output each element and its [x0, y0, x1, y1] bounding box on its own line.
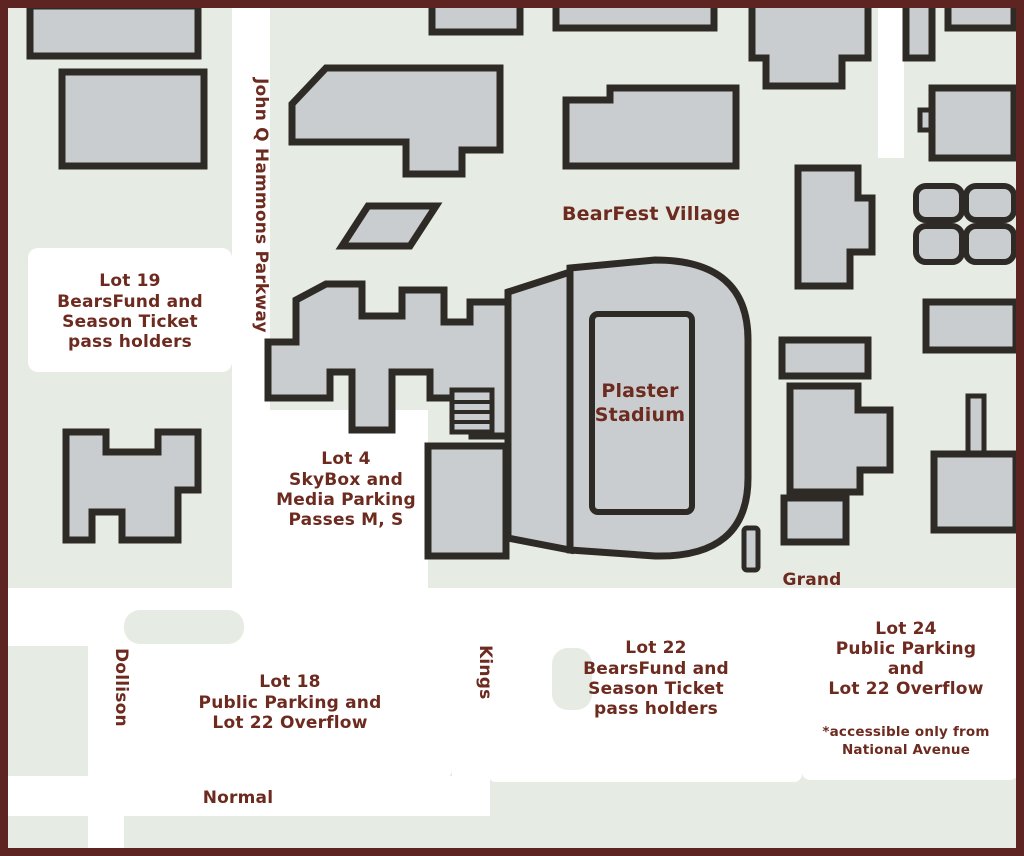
lot-4-area: [270, 410, 428, 592]
lot22-label-line1: Lot 22: [625, 638, 686, 658]
building: [335, 202, 443, 250]
lot24-note-line1: *accessible only from: [822, 724, 989, 740]
building: [913, 183, 965, 223]
building: [963, 223, 1017, 265]
building: [922, 298, 1020, 354]
lot24-label-line2: Public Parking: [836, 639, 976, 659]
monument: [741, 525, 761, 573]
stadium-label-line1: Plaster: [601, 380, 679, 402]
road-normal: [6, 776, 490, 816]
building: [965, 393, 987, 459]
building: [963, 183, 1017, 223]
building: [424, 442, 510, 560]
building: [902, 0, 936, 62]
median-island: [124, 610, 244, 644]
lot24-label-line4: Lot 22 Overflow: [828, 679, 983, 699]
lot19-label-line2: BearsFund and: [57, 292, 203, 312]
building: [780, 494, 850, 546]
lot4-label-line4: Passes M, S: [288, 510, 403, 530]
building: [930, 450, 1020, 534]
building: [913, 223, 965, 265]
lot4-label-line2: SkyBox and: [289, 470, 403, 490]
lot24-note-line2: National Avenue: [842, 742, 970, 758]
building: [62, 428, 202, 544]
stadium-west-grandstand: [504, 267, 574, 555]
roads-and-lots: [6, 6, 1018, 850]
road-john-q-hammons-parkway: [232, 6, 270, 590]
lot18-label-line1: Lot 18: [259, 672, 320, 692]
lot-18-area: [122, 640, 452, 778]
lot-19-area: [28, 248, 232, 372]
building: [562, 84, 740, 170]
building: [928, 84, 1018, 162]
median-island: [552, 648, 592, 710]
street-label-grand: Grand: [782, 570, 841, 590]
buildings: [26, 0, 1020, 573]
street-label-dollison: Dollison: [111, 648, 131, 727]
building: [26, 2, 202, 60]
lot-24-area: [802, 596, 1018, 780]
road-right-corridor: [878, 6, 904, 158]
lot22-label-line3: Season Ticket: [588, 679, 724, 699]
street-label-john-q-hammons-parkway: John Q Hammons Parkway: [251, 77, 271, 333]
lot22-label-line4: pass holders: [594, 699, 718, 719]
labels: John Q Hammons Parkway BearFest Village …: [57, 77, 989, 808]
building: [748, 0, 872, 90]
stadium-label-line2: Stadium: [595, 404, 685, 426]
stadium-field: [589, 311, 695, 515]
lot4-label-line1: Lot 4: [321, 449, 370, 469]
lot19-label-line3: Season Ticket: [62, 312, 198, 332]
building: [794, 164, 876, 290]
lot18-label-line3: Lot 22 Overflow: [212, 713, 367, 733]
building: [58, 68, 208, 170]
lot4-label-line3: Media Parking: [276, 490, 416, 510]
road-kings: [452, 590, 488, 782]
building: [786, 382, 894, 496]
street-label-normal: Normal: [203, 788, 274, 808]
lot24-label-line1: Lot 24: [875, 619, 936, 639]
lot22-label-line2: BearsFund and: [583, 659, 729, 679]
street-label-kings: Kings: [475, 645, 495, 699]
lot24-label-line3: and: [888, 659, 924, 679]
building: [428, 0, 524, 36]
lot19-label-line1: Lot 19: [99, 271, 160, 291]
building: [778, 336, 872, 380]
lot19-label-line4: pass holders: [68, 332, 192, 352]
building: [288, 64, 504, 178]
lot18-label-line2: Public Parking and: [199, 693, 382, 713]
place-label-bearfest-village: BearFest Village: [562, 203, 740, 225]
